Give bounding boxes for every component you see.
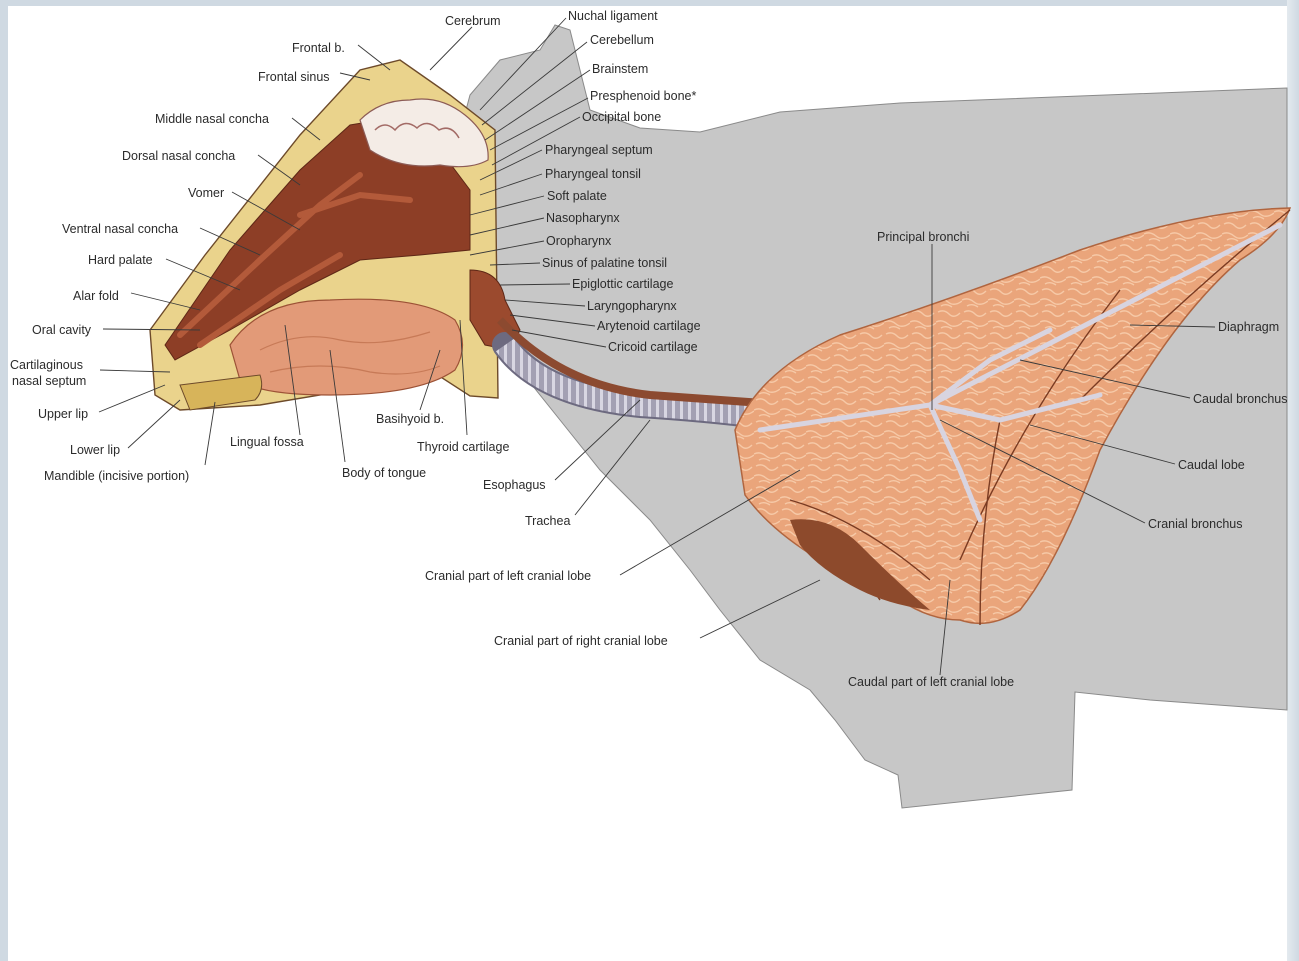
label-body-of-tongue: Body of tongue — [342, 466, 426, 480]
label-alar-fold: Alar fold — [73, 289, 119, 303]
label-hard-palate: Hard palate — [88, 253, 153, 267]
label-cranial-part-right: Cranial part of right cranial lobe — [494, 634, 668, 648]
label-ventral-nasal-concha: Ventral nasal concha — [62, 222, 178, 236]
label-trachea: Trachea — [525, 514, 570, 528]
label-mandible: Mandible (incisive portion) — [44, 469, 189, 483]
label-basihyoid: Basihyoid b. — [376, 412, 444, 426]
label-presphenoid-bone: Presphenoid bone* — [590, 89, 696, 103]
label-sinus-palatine-tonsil: Sinus of palatine tonsil — [542, 256, 667, 270]
label-caudal-lobe: Caudal lobe — [1178, 458, 1245, 472]
label-occipital-bone: Occipital bone — [582, 110, 661, 124]
label-cerebellum: Cerebellum — [590, 33, 654, 47]
label-frontal-bone: Frontal b. — [292, 41, 345, 55]
label-nasopharynx: Nasopharynx — [546, 211, 620, 225]
label-nuchal-ligament: Nuchal ligament — [568, 9, 658, 23]
label-diaphragm: Diaphragm — [1218, 320, 1279, 334]
label-cricoid-cartilage: Cricoid cartilage — [608, 340, 698, 354]
label-arytenoid-cartilage: Arytenoid cartilage — [597, 319, 701, 333]
label-dorsal-nasal-concha: Dorsal nasal concha — [122, 149, 235, 163]
label-oropharynx: Oropharynx — [546, 234, 612, 248]
label-oral-cavity: Oral cavity — [32, 323, 92, 337]
label-laryngopharynx: Laryngopharynx — [587, 299, 677, 313]
label-thyroid-cartilage: Thyroid cartilage — [417, 440, 509, 454]
label-frontal-sinus: Frontal sinus — [258, 70, 330, 84]
label-lingual-fossa: Lingual fossa — [230, 435, 304, 449]
label-cranial-bronchus: Cranial bronchus — [1148, 517, 1243, 531]
label-epiglottic-cartilage: Epiglottic cartilage — [572, 277, 673, 291]
label-middle-nasal-concha: Middle nasal concha — [155, 112, 269, 126]
label-pharyngeal-tonsil: Pharyngeal tonsil — [545, 167, 641, 181]
label-cranial-part-left: Cranial part of left cranial lobe — [425, 569, 591, 583]
label-caudal-part-left: Caudal part of left cranial lobe — [848, 675, 1014, 689]
label-pharyngeal-septum: Pharyngeal septum — [545, 143, 653, 157]
label-esophagus: Esophagus — [483, 478, 546, 492]
label-lower-lip: Lower lip — [70, 443, 120, 457]
label-vomer: Vomer — [188, 186, 224, 200]
label-principal-bronchi: Principal bronchi — [877, 230, 969, 244]
label-cerebrum: Cerebrum — [445, 14, 501, 28]
label-upper-lip: Upper lip — [38, 407, 88, 421]
label-brainstem: Brainstem — [592, 62, 648, 76]
label-caudal-bronchus: Caudal bronchus — [1193, 392, 1288, 406]
label-cartilaginous-2: nasal septum — [12, 374, 86, 388]
label-cartilaginous-1: Cartilaginous — [10, 358, 83, 372]
label-soft-palate: Soft palate — [547, 189, 607, 203]
